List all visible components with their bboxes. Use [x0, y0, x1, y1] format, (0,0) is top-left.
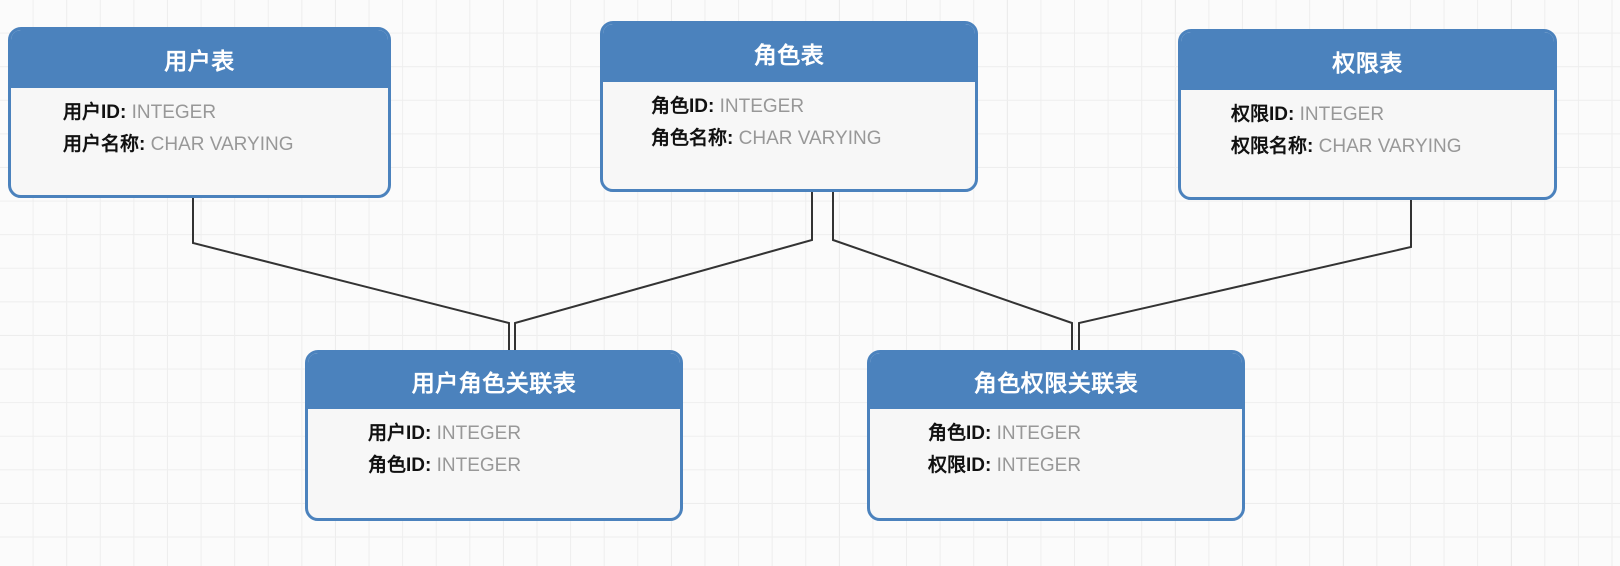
- attribute-type: INTEGER: [436, 423, 522, 444]
- attribute-separator: :: [425, 423, 437, 444]
- attribute-separator: :: [985, 455, 997, 476]
- attribute-type: INTEGER: [996, 455, 1082, 476]
- entity-title-role: 角色表: [603, 24, 975, 82]
- attribute-separator: :: [708, 96, 720, 117]
- attribute-type: INTEGER: [1299, 104, 1385, 125]
- attribute-row: 权限ID: INTEGER: [1231, 99, 1554, 131]
- attribute-name: 权限ID: [1231, 104, 1289, 125]
- attribute-row: 用户ID: INTEGER: [63, 97, 388, 129]
- attribute-row: 角色ID: INTEGER: [651, 91, 975, 123]
- attribute-type: INTEGER: [719, 96, 805, 117]
- entity-title-role-permission: 角色权限关联表: [870, 353, 1242, 409]
- attribute-row: 角色ID: INTEGER: [928, 418, 1242, 450]
- attribute-row: 权限ID: INTEGER: [928, 450, 1242, 482]
- attribute-separator: :: [120, 102, 132, 123]
- attribute-separator: :: [1288, 104, 1300, 125]
- attribute-name: 角色名称: [651, 128, 728, 149]
- edge-user-to-user-role: [192, 198, 510, 350]
- attribute-name: 角色ID: [368, 455, 426, 476]
- attribute-separator: :: [425, 455, 437, 476]
- attribute-type: INTEGER: [436, 455, 522, 476]
- attribute-type: INTEGER: [996, 423, 1082, 444]
- attribute-row: 用户ID: INTEGER: [368, 418, 680, 450]
- attribute-name: 用户名称: [63, 134, 140, 155]
- edge-permission-to-role-permission: [1078, 200, 1412, 350]
- attribute-row: 角色ID: INTEGER: [368, 450, 680, 482]
- attribute-row: 角色名称: CHAR VARYING: [651, 123, 975, 155]
- attribute-type: CHAR VARYING: [1318, 136, 1462, 157]
- attribute-separator: :: [1307, 136, 1319, 157]
- entity-title-permission: 权限表: [1181, 32, 1554, 90]
- edge-role-to-role-permission: [832, 192, 1073, 350]
- entity-title-user-role: 用户角色关联表: [308, 353, 680, 409]
- attribute-name: 用户ID: [63, 102, 121, 123]
- attribute-name: 角色ID: [928, 423, 986, 444]
- attribute-name: 用户ID: [368, 423, 426, 444]
- entity-title-user: 用户表: [11, 30, 388, 88]
- attribute-row: 权限名称: CHAR VARYING: [1231, 131, 1554, 163]
- attribute-type: INTEGER: [131, 102, 217, 123]
- attribute-separator: :: [727, 128, 739, 149]
- attribute-type: CHAR VARYING: [738, 128, 882, 149]
- attribute-type: CHAR VARYING: [150, 134, 294, 155]
- attribute-separator: :: [985, 423, 997, 444]
- edge-role-to-user-role: [514, 192, 813, 350]
- attribute-name: 角色ID: [651, 96, 709, 117]
- attribute-name: 权限名称: [1231, 136, 1308, 157]
- attribute-name: 权限ID: [928, 455, 986, 476]
- attribute-row: 用户名称: CHAR VARYING: [63, 129, 388, 161]
- attribute-separator: :: [139, 134, 151, 155]
